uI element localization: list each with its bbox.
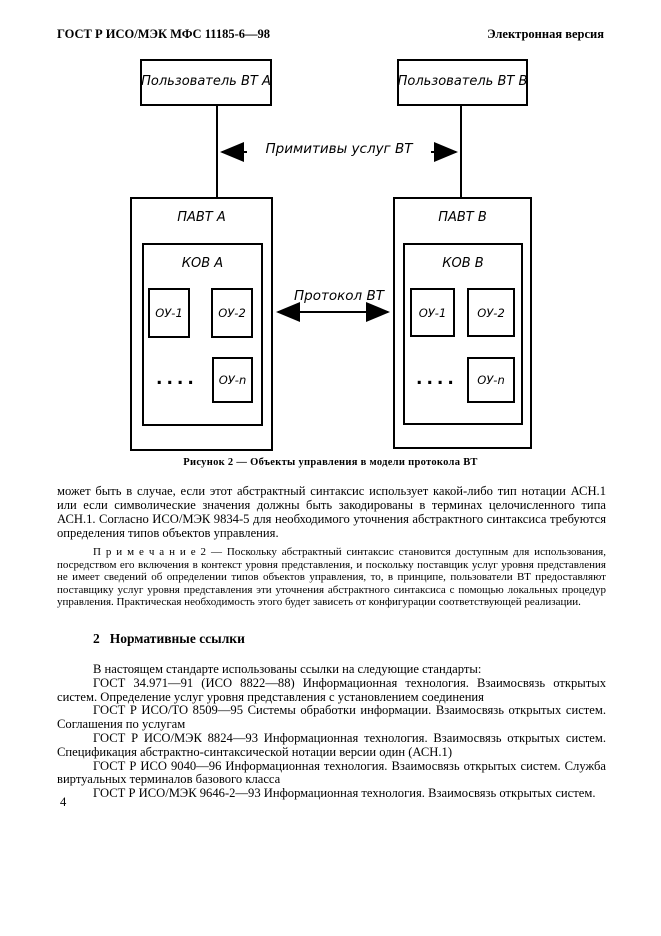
kov-a-ou2-box: ОУ-2 [211, 288, 253, 338]
protocol-arrow-label: Протокол ВТ [294, 288, 384, 304]
pavt-b-label: ПАВТ В [438, 210, 487, 225]
references-intro: В настоящем стандарте использованы ссылк… [93, 662, 482, 676]
reference-item: ГОСТ Р ИСО/МЭК 8824—93 Информационная те… [57, 730, 606, 759]
reference-item: ГОСТ Р ИСО/МЭК 9646-2—93 Информационная … [93, 786, 596, 801]
vt-user-a-label: Пользователь ВТ А [141, 74, 271, 89]
kov-b-oun-box: ОУ-n [467, 357, 515, 403]
figure-2-diagram: Пользователь ВТ А Пользователь ВТ В Прим… [130, 59, 532, 451]
connector-lines [216, 106, 462, 322]
header-standard-number: ГОСТ Р ИСО/МЭК МФС 11185-6—98 [57, 27, 270, 41]
section-2-heading: 2 Нормативные ссылки [57, 631, 606, 647]
kov-b-ou1-box: ОУ-1 [410, 288, 455, 337]
section-title: Нормативные ссылки [109, 631, 245, 646]
vt-user-a-box [140, 59, 272, 106]
body-paragraph-1: может быть в случае, если этот абстрактн… [57, 484, 606, 540]
pavt-a-label: ПАВТ А [177, 210, 226, 225]
service-primitives-arrow-label: Примитивы услуг ВТ [247, 141, 431, 157]
reference-item: ГОСТ Р ИСО/ТО 8509—95 Системы обработки … [57, 703, 606, 732]
header-edition-note: Электронная версия [487, 27, 604, 41]
kov-b-label: КОВ В [442, 256, 484, 271]
kov-b-ellipsis: .... [416, 369, 458, 389]
page-number: 4 [60, 795, 67, 809]
kov-a-oun-box: ОУ-n [212, 357, 253, 403]
section-number: 2 [93, 631, 100, 646]
kov-a-ou1-box: ОУ-1 [148, 288, 190, 338]
note-2-paragraph: П р и м е ч а н и е 2 — Поскольку абстра… [57, 546, 606, 609]
reference-item: ГОСТ Р ИСО 9040—96 Информационная технол… [57, 758, 606, 787]
reference-item: ГОСТ 34.971—91 (ИСО 8822—88) Информацион… [57, 675, 606, 704]
vt-user-b-box [397, 59, 528, 106]
figure-2-caption: Рисунок 2 — Объекты управления в модели … [183, 457, 478, 468]
kov-b-ou2-box: ОУ-2 [467, 288, 515, 337]
vt-user-b-label: Пользователь ВТ В [397, 74, 528, 89]
kov-a-label: КОВ А [181, 256, 224, 271]
kov-a-ellipsis: .... [156, 369, 198, 389]
normative-references-list: В настоящем стандарте использованы ссылк… [57, 662, 606, 801]
